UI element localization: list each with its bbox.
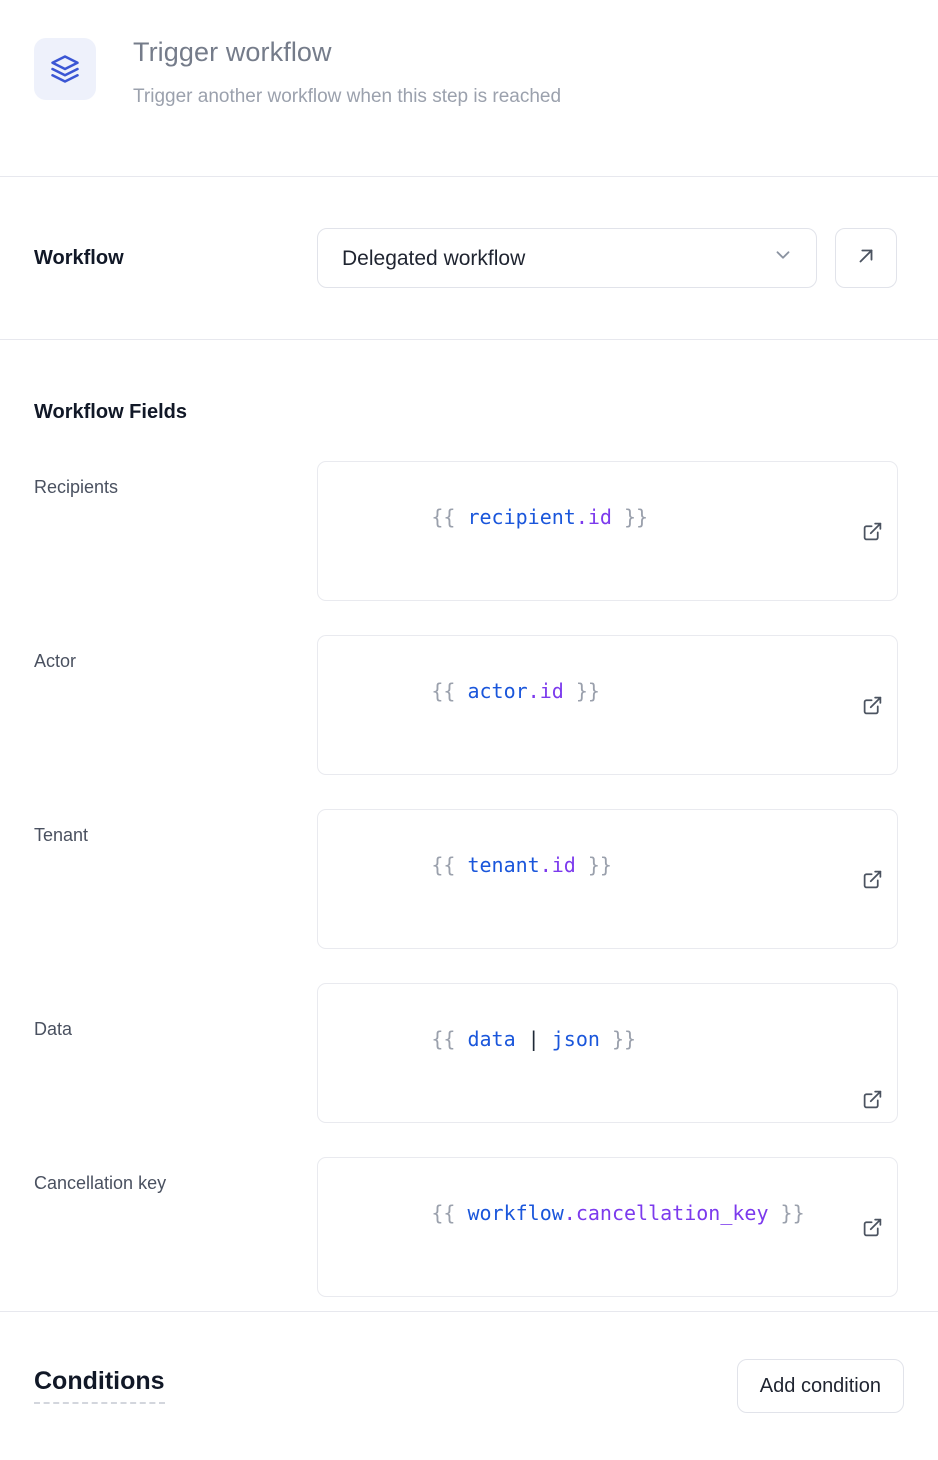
chevron-down-icon (772, 244, 794, 272)
conditions-section: Conditions Add condition (0, 1312, 938, 1460)
workflow-fields-heading: Workflow Fields (34, 401, 187, 423)
recipients-input[interactable]: {{ recipient.id }} (317, 461, 898, 601)
cancellation-key-input[interactable]: {{ workflow.cancellation_key }} (317, 1157, 898, 1297)
field-label-actor: Actor (34, 651, 77, 671)
field-row: Recipients {{ recipient.id }} (34, 461, 904, 601)
field-row: Cancellation key {{ workflow.cancellatio… (34, 1157, 904, 1297)
field-label-cancellation-key: Cancellation key (34, 1173, 167, 1193)
workflow-select-value: Delegated workflow (342, 246, 526, 270)
page-title: Trigger workflow (133, 37, 332, 67)
field-row: Actor {{ actor.id }} (34, 635, 904, 775)
tenant-value: {{ tenant.id }} (431, 853, 612, 877)
arrow-up-right-icon (855, 245, 877, 272)
workflow-label: Workflow (34, 246, 124, 269)
external-link-icon[interactable] (861, 1088, 883, 1110)
workflow-select[interactable]: Delegated workflow (317, 228, 817, 288)
divider-header (0, 176, 938, 177)
tenant-input[interactable]: {{ tenant.id }} (317, 809, 898, 949)
recipients-value: {{ recipient.id }} (431, 505, 649, 529)
data-textarea[interactable]: {{ data | json }} (317, 983, 898, 1123)
divider-workflow (0, 339, 938, 340)
external-link-icon[interactable] (861, 868, 883, 890)
external-link-icon[interactable] (861, 694, 883, 716)
cancellation-key-value: {{ workflow.cancellation_key }} (431, 1201, 805, 1225)
open-workflow-button[interactable] (835, 228, 897, 288)
workflow-select-group: Delegated workflow (317, 228, 897, 288)
external-link-icon[interactable] (861, 520, 883, 542)
workflow-fields-section: Workflow Fields Recipients {{ recipient.… (0, 340, 938, 1311)
panel-header: Trigger workflow Trigger another workflo… (0, 0, 938, 176)
external-link-icon[interactable] (861, 1216, 883, 1238)
field-row: Tenant {{ tenant.id }} (34, 809, 904, 949)
field-label-recipients: Recipients (34, 477, 119, 497)
field-label-tenant: Tenant (34, 825, 89, 845)
actor-value: {{ actor.id }} (431, 679, 600, 703)
page-subtitle: Trigger another workflow when this step … (133, 86, 562, 108)
add-condition-button[interactable]: Add condition (736, 1359, 904, 1413)
workflow-section: Workflow Delegated workflow (0, 177, 938, 339)
layers-icon (34, 38, 96, 100)
conditions-title: Conditions (34, 1368, 165, 1404)
data-value: {{ data | json }} (431, 1027, 637, 1051)
actor-input[interactable]: {{ actor.id }} (317, 635, 898, 775)
field-row: Data {{ data | json }} (34, 983, 904, 1123)
header-text-block: Trigger workflow Trigger another workflo… (133, 34, 561, 109)
field-label-data: Data (34, 1019, 73, 1039)
